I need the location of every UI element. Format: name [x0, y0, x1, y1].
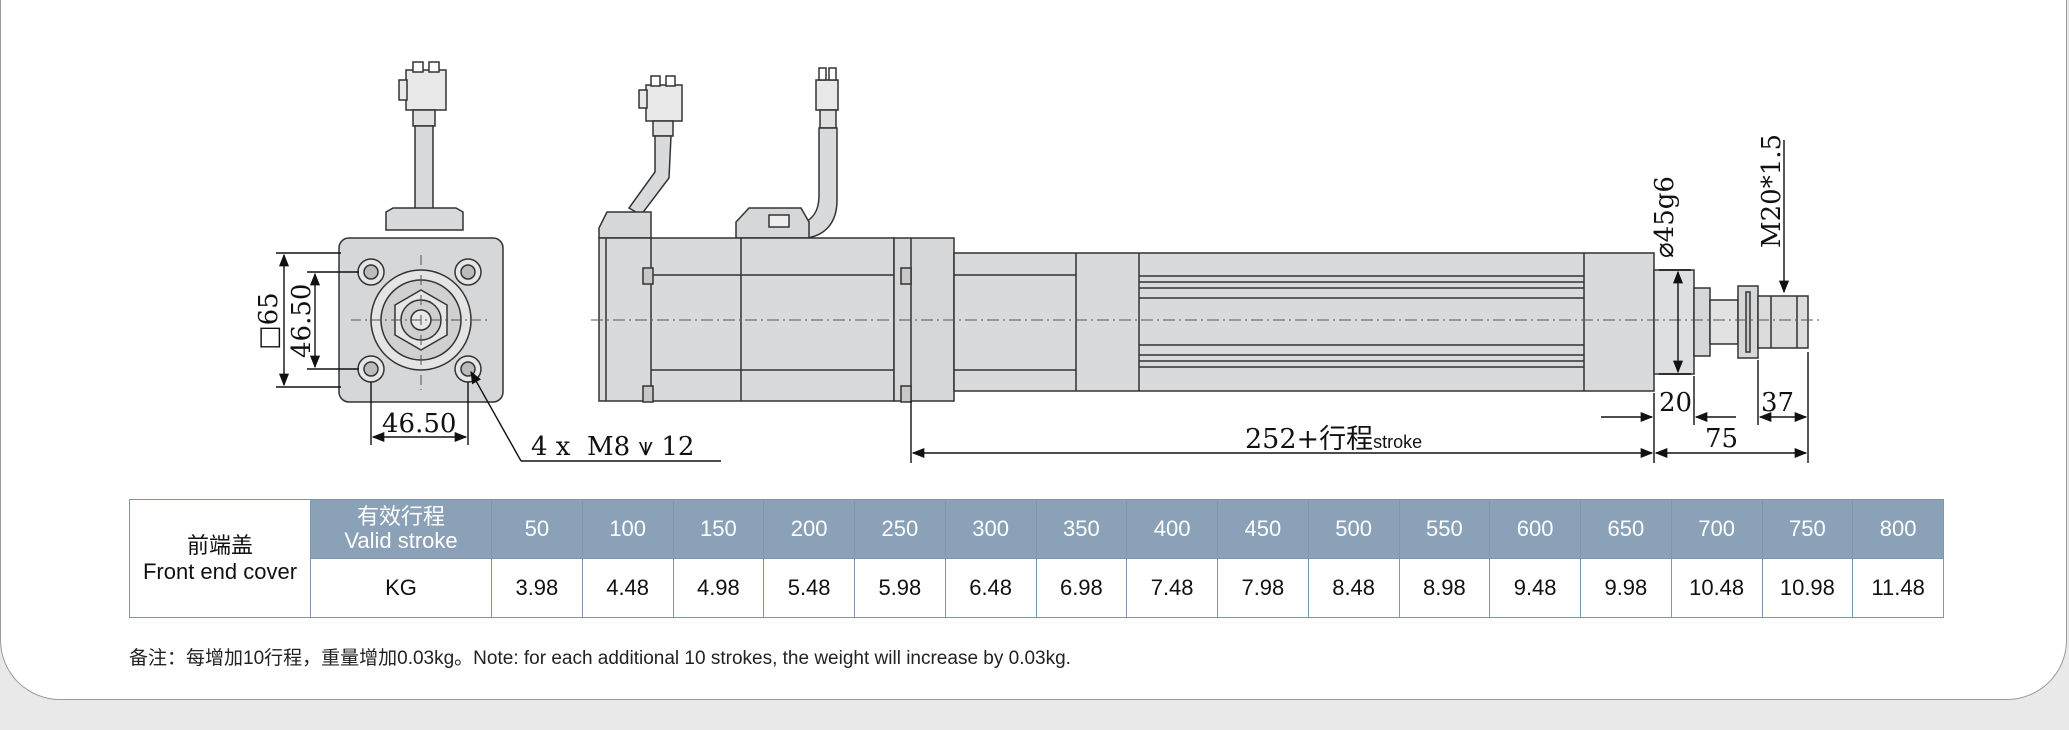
front-end-cover-cell: 前端盖 Front end cover — [129, 499, 311, 618]
dim-thread: M20*1.5 — [1757, 134, 1787, 248]
weight-value: 9.48 — [1489, 558, 1581, 618]
stroke-value: 50 — [491, 499, 583, 559]
dim-75: 75 — [1705, 424, 1738, 454]
dim-rod-diameter: ⌀45g6 — [1650, 176, 1680, 258]
stroke-value: 800 — [1852, 499, 1944, 559]
valid-stroke-label-en: Valid stroke — [344, 528, 458, 553]
dim-bolt-pitch-vertical: 46.50 — [287, 284, 317, 358]
stroke-row: 前端盖 Front end cover 有效行程 Valid stroke 50… — [129, 499, 1944, 618]
weight-value: 9.98 — [1580, 558, 1672, 618]
dim-37: 37 — [1761, 388, 1794, 418]
stroke-value: 650 — [1580, 499, 1672, 559]
drawing-card: □65 46.50 46.50 4 x M8 ⩛ 12 — [0, 0, 2067, 700]
weight-value: 6.48 — [944, 558, 1037, 618]
dim-hole-spec: 4 x M8 ⩛ 12 — [531, 432, 694, 462]
stroke-value: 350 — [1035, 499, 1128, 559]
stroke-value: 150 — [672, 499, 765, 559]
weight-value: 10.98 — [1761, 558, 1854, 618]
stroke-value: 550 — [1398, 499, 1491, 559]
weight-value: 3.98 — [491, 558, 583, 618]
stroke-value: 750 — [1761, 499, 1854, 559]
stroke-value: 600 — [1489, 499, 1581, 559]
dim-square: □65 — [254, 292, 284, 350]
weight-value: 5.98 — [854, 558, 946, 618]
stroke-value: 250 — [854, 499, 946, 559]
stroke-value: 300 — [944, 499, 1037, 559]
stroke-value: 200 — [763, 499, 855, 559]
stroke-value: 400 — [1126, 499, 1218, 559]
technical-drawing: □65 46.50 46.50 4 x M8 ⩛ 12 — [254, 61, 1821, 463]
weight-row: KG 3.98 4.48 4.98 5.48 5.98 6.48 6.98 7.… — [130, 558, 1944, 618]
stroke-value: 100 — [581, 499, 674, 559]
weight-value: 10.48 — [1670, 558, 1763, 618]
weight-value: 8.48 — [1307, 558, 1400, 618]
front-end-cover-label-en: Front end cover — [142, 558, 298, 584]
weight-value: 7.48 — [1126, 558, 1218, 618]
weight-value: 4.48 — [581, 558, 674, 618]
weight-value: 5.48 — [763, 558, 855, 618]
valid-stroke-label-cn: 有效行程 — [356, 504, 445, 529]
dim-20: 20 — [1659, 388, 1692, 418]
front-end-cover-label-cn: 前端盖 — [186, 532, 253, 558]
weight-value: 11.48 — [1852, 558, 1944, 618]
weight-value: 8.98 — [1398, 558, 1491, 618]
weight-value: 7.98 — [1217, 558, 1309, 618]
spec-table: 前端盖 Front end cover 有效行程 Valid stroke 50… — [129, 499, 1944, 618]
weight-label: KG — [310, 558, 492, 618]
side-view — [598, 67, 1809, 403]
valid-stroke-cell: 有效行程 Valid stroke — [310, 499, 492, 559]
footnote: 备注：每增加10行程，重量增加0.03kg。Note: for each add… — [129, 648, 1071, 669]
stroke-value: 700 — [1670, 499, 1763, 559]
dim-bolt-pitch-horizontal: 46.50 — [382, 409, 456, 439]
stroke-value: 500 — [1307, 499, 1400, 559]
dim-overall-length: 252+行程stroke — [1245, 424, 1422, 455]
weight-value: 4.98 — [672, 558, 765, 618]
weight-value: 6.98 — [1035, 558, 1128, 618]
stroke-value: 450 — [1217, 499, 1309, 559]
